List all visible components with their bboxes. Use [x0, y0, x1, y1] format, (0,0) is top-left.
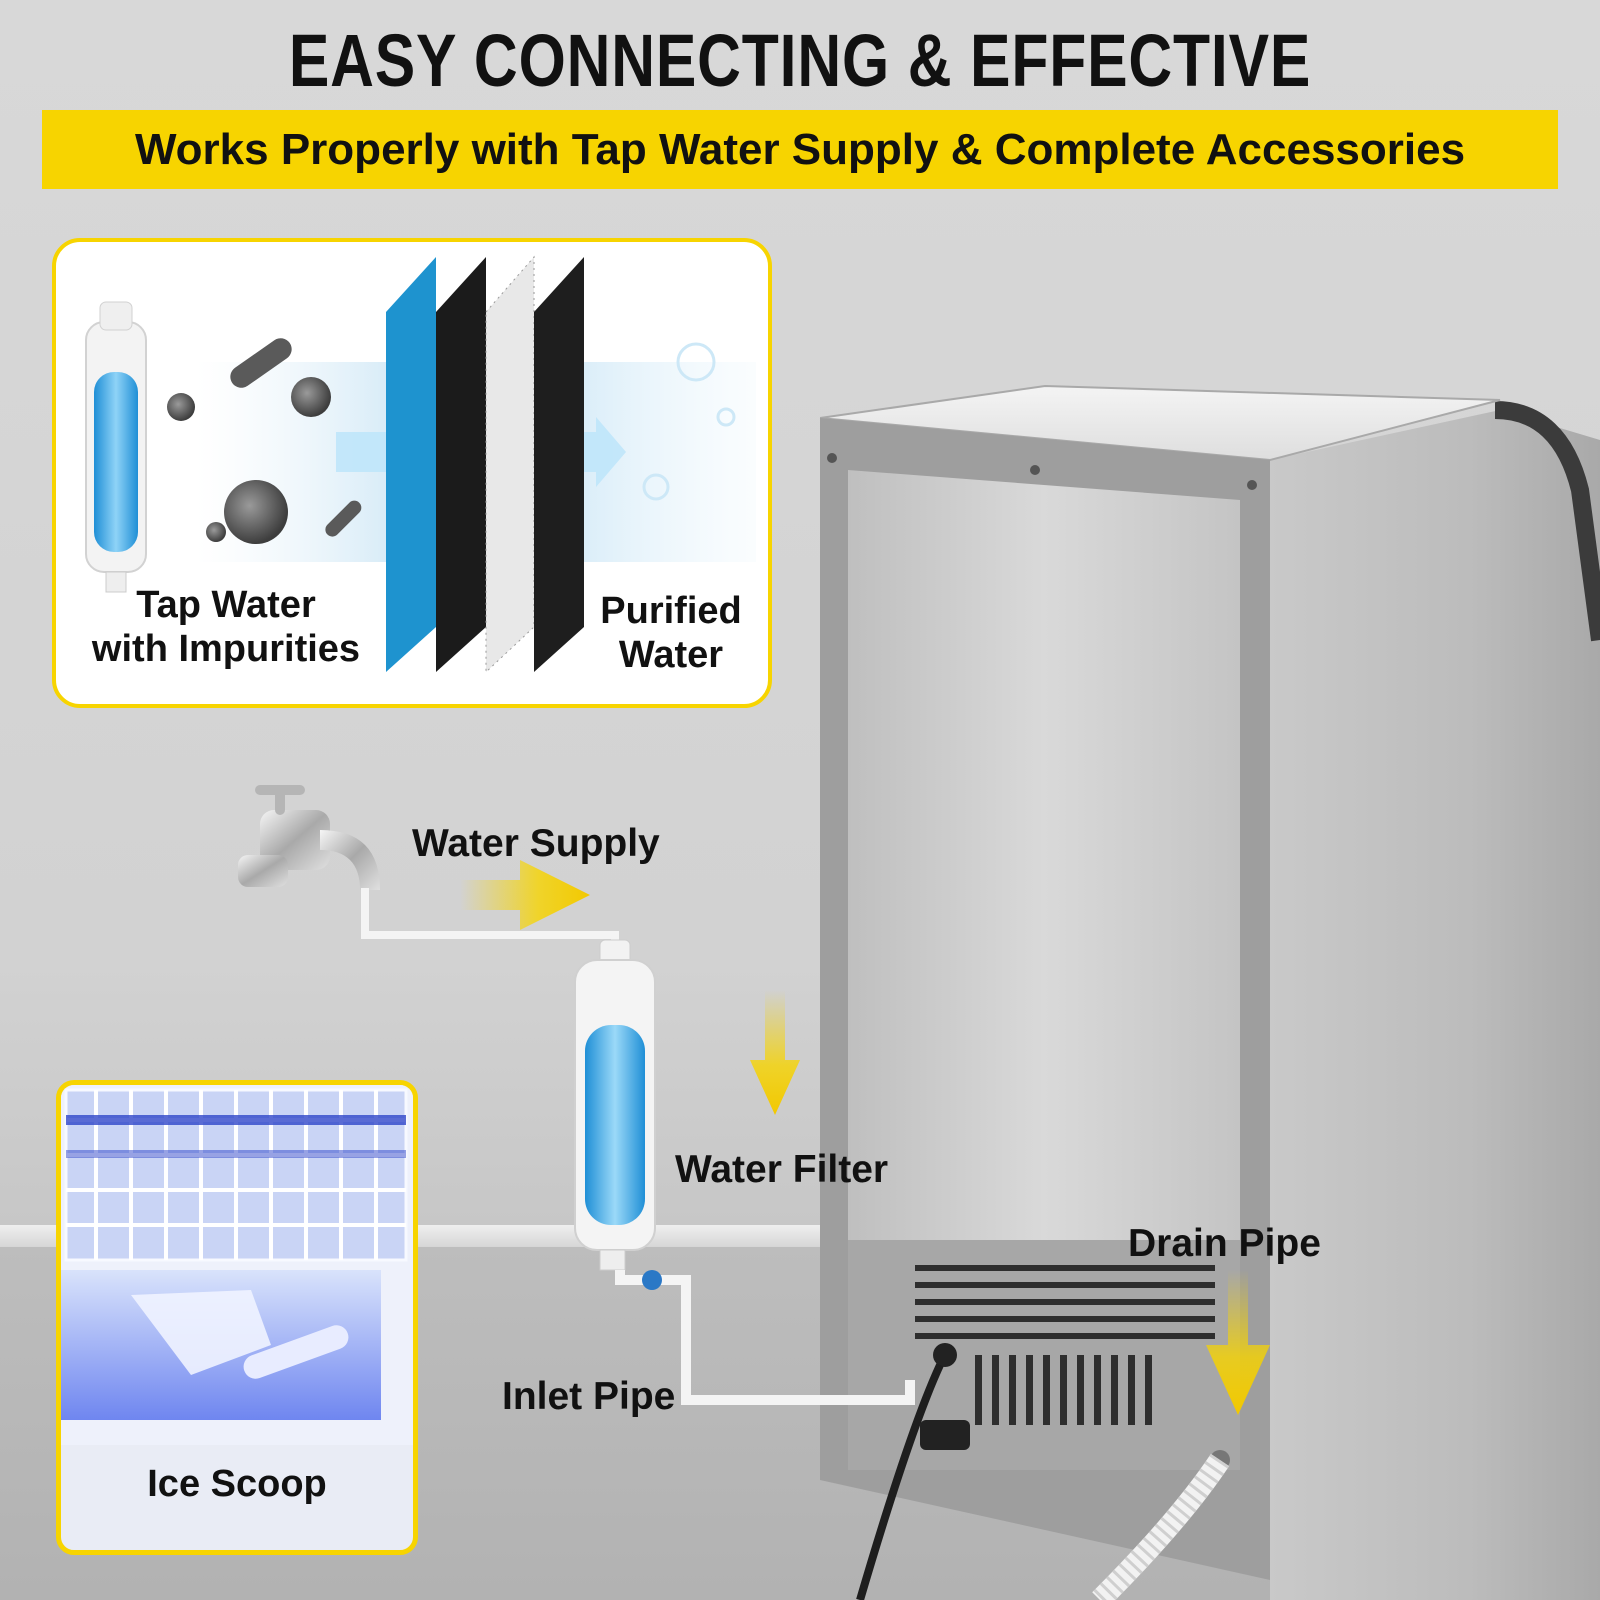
arrow-down-icon	[1206, 1270, 1270, 1415]
machine-foot	[920, 1420, 970, 1450]
tap-water-label-line2: with Impurities	[91, 627, 361, 670]
power-cord	[856, 1363, 944, 1600]
ice-machine-illustration	[820, 384, 1600, 1600]
installation-diagram	[238, 785, 915, 1405]
screw	[1247, 480, 1257, 490]
water-filter-icon	[85, 301, 147, 593]
ice-scoop-card: Ice Scoop	[56, 1080, 418, 1555]
tap-water-label-line1: Tap Water	[136, 584, 316, 626]
filter-layers	[386, 255, 584, 674]
water-filter-icon	[574, 939, 656, 1271]
inlet-pipe-label: Inlet Pipe	[502, 1375, 676, 1418]
lower-vent-grille	[975, 1355, 1152, 1425]
machine-side-panel	[1270, 410, 1600, 1600]
arrow-right-icon	[460, 860, 590, 930]
ice-scoop-icon	[131, 1290, 349, 1379]
inlet-pipe	[615, 1270, 915, 1405]
ice-bin-illustration	[61, 1085, 413, 1445]
screw	[1030, 465, 1040, 475]
purified-water-label-line2: Water	[618, 633, 724, 676]
upper-vent-grille	[915, 1265, 1215, 1339]
drain-pipe-label: Drain Pipe	[1128, 1222, 1321, 1265]
machine-front-panel	[848, 470, 1240, 1240]
tap-water-label: Tap Water with Impurities	[76, 584, 376, 671]
pipe-connector	[642, 1270, 662, 1290]
filter-explanation-card: Tap Water with Impurities Purified Water	[52, 238, 772, 708]
impurities-icon	[167, 338, 362, 544]
water-supply-label: Water Supply	[412, 822, 660, 865]
water-filter-label: Water Filter	[675, 1148, 889, 1191]
ice-scoop-label: Ice Scoop	[147, 1463, 327, 1505]
purified-water-label-line1: Purified	[600, 590, 742, 632]
yellow-banner: Works Properly with Tap Water Supply & C…	[42, 110, 1558, 189]
purified-water-label: Purified Water	[591, 590, 751, 677]
faucet-icon	[238, 785, 380, 890]
power-cord-socket	[933, 1343, 957, 1367]
banner-text: Works Properly with Tap Water Supply & C…	[134, 124, 1466, 174]
drain-arrow	[1206, 1270, 1270, 1415]
screw	[827, 453, 837, 463]
filtration-illustration	[85, 255, 756, 674]
arrow-down-icon	[750, 990, 800, 1115]
machine-back-edge	[1494, 401, 1600, 642]
